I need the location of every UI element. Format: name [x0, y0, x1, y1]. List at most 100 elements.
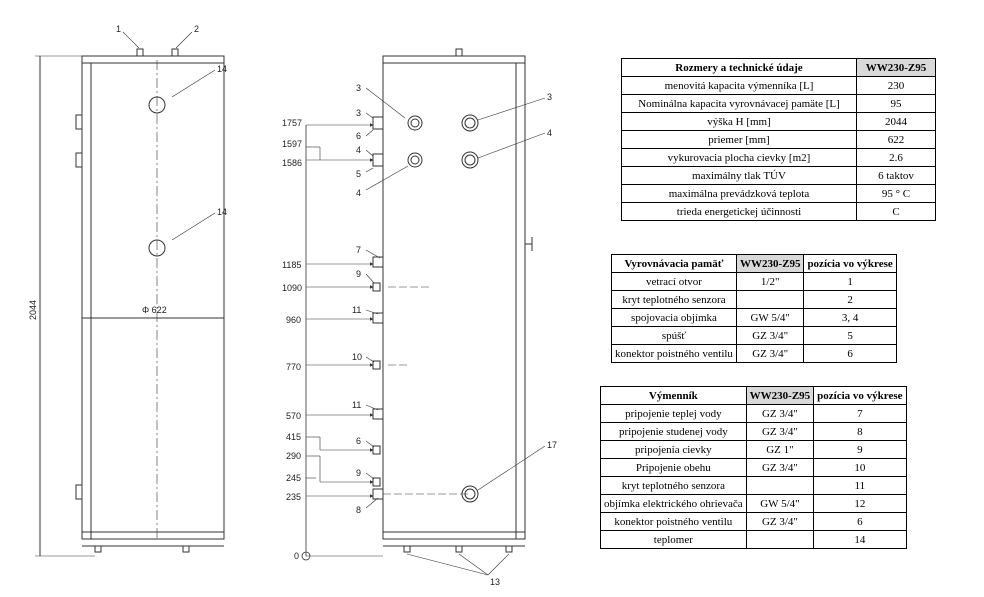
row-value: GW 5/4"	[735, 308, 805, 327]
row-position: 6	[803, 344, 897, 363]
level-245: 245	[286, 473, 301, 483]
row-label: kryt teplotného senzora	[600, 476, 747, 495]
row-value	[745, 476, 815, 495]
row-value: 230	[856, 76, 936, 95]
callout-11-top: 11	[352, 305, 361, 315]
row-position: 10	[813, 458, 907, 477]
row-label: vykurovacia plocha cievky [m2]	[621, 148, 857, 167]
table-title: Výmenník	[600, 386, 747, 405]
row-value: GZ 3/4"	[745, 512, 815, 531]
row-label: teplomer	[600, 530, 747, 549]
row-label: pripojenie studenej vody	[600, 422, 747, 441]
callout-5: 5	[356, 169, 361, 179]
callout-3-left: 3	[356, 83, 361, 93]
row-value: GZ 3/4"	[735, 326, 805, 345]
row-value: GZ 3/4"	[745, 422, 815, 441]
row-label: menovitá kapacita výmenníka [L]	[621, 76, 857, 95]
table-row: kryt teplotného senzora 11	[600, 476, 907, 495]
row-value: 1/2"	[735, 272, 805, 291]
row-label: výška H [mm]	[621, 112, 857, 131]
row-label: objímka elektrického ohrievača	[600, 494, 747, 513]
callout-4-right: 4	[547, 128, 552, 138]
table-row: priemer [mm]622	[621, 130, 936, 149]
model-header: WW230-Z95	[745, 386, 815, 405]
row-label: vetrací otvor	[611, 272, 737, 291]
level-960: 960	[286, 315, 301, 325]
model-header: WW230-Z95	[856, 58, 936, 77]
row-position: 8	[813, 422, 907, 441]
row-value: 2044	[856, 112, 936, 131]
row-value: 2.6	[856, 148, 936, 167]
row-label: trieda energetickej účinnosti	[621, 202, 857, 221]
callout-13: 13	[490, 577, 500, 587]
row-value: GZ 3/4"	[745, 404, 815, 423]
row-value: 6 taktov	[856, 166, 936, 185]
callout-6-top: 6	[356, 131, 361, 141]
row-label: Nominálna kapacita vyrovnávacej pamäte […	[621, 94, 857, 113]
row-position: 7	[813, 404, 907, 423]
row-position: 3, 4	[803, 308, 897, 327]
row-label: konektor poistného ventilu	[600, 512, 747, 531]
tank-front-view	[301, 48, 546, 576]
level-770: 770	[286, 362, 301, 372]
row-value	[735, 290, 805, 309]
callout-9-top: 9	[356, 269, 361, 279]
callout-11-bottom: 11	[352, 400, 361, 410]
table-title: Vyrovnávacia pamäť	[611, 254, 737, 273]
callout-1: 1	[116, 24, 121, 34]
row-label: spojovacia objímka	[611, 308, 737, 327]
callout-3-left-2: 3	[356, 108, 361, 118]
row-value: GZ 1"	[745, 440, 815, 459]
level-0: 0	[294, 551, 299, 561]
callout-4-left-2: 4	[356, 188, 361, 198]
height-label: 2044	[28, 300, 38, 320]
heat-exchanger-table: Výmenník WW230-Z95 pozícia vo výkrese pr…	[600, 386, 907, 549]
position-header: pozícia vo výkrese	[803, 254, 897, 273]
row-value: GZ 3/4"	[735, 344, 805, 363]
callout-14-bottom: 14	[217, 207, 227, 217]
row-value: GW 5/4"	[745, 494, 815, 513]
row-position: 11	[813, 476, 907, 495]
row-value: C	[856, 202, 936, 221]
level-570: 570	[286, 411, 301, 421]
row-label: kryt teplotného senzora	[611, 290, 737, 309]
callout-6-bottom: 6	[356, 436, 361, 446]
table-row: vykurovacia plocha cievky [m2]2.6	[621, 148, 936, 167]
level-235: 235	[286, 492, 301, 502]
row-value: 95	[856, 94, 936, 113]
table-row: kryt teplotného senzora 2	[611, 290, 897, 309]
table-header-row: Rozmery a technické údaje WW230-Z95	[621, 58, 936, 77]
row-position: 2	[803, 290, 897, 309]
row-position: 5	[803, 326, 897, 345]
row-label: Pripojenie obehu	[600, 458, 747, 477]
level-290: 290	[286, 451, 301, 461]
table-row: výška H [mm]2044	[621, 112, 936, 131]
row-position: 1	[803, 272, 897, 291]
level-415: 415	[286, 432, 301, 442]
level-1090: 1090	[282, 283, 302, 293]
position-header: pozícia vo výkrese	[813, 386, 907, 405]
row-value	[745, 530, 815, 549]
tank-side-view	[35, 31, 225, 557]
model-header: WW230-Z95	[735, 254, 805, 273]
row-value: GZ 3/4"	[745, 458, 815, 477]
callout-14-top: 14	[217, 64, 227, 74]
callout-10: 10	[352, 352, 362, 362]
table-title: Rozmery a technické údaje	[621, 58, 857, 77]
callout-4-left: 4	[356, 145, 361, 155]
row-value: 622	[856, 130, 936, 149]
level-1757: 1757	[282, 118, 302, 128]
